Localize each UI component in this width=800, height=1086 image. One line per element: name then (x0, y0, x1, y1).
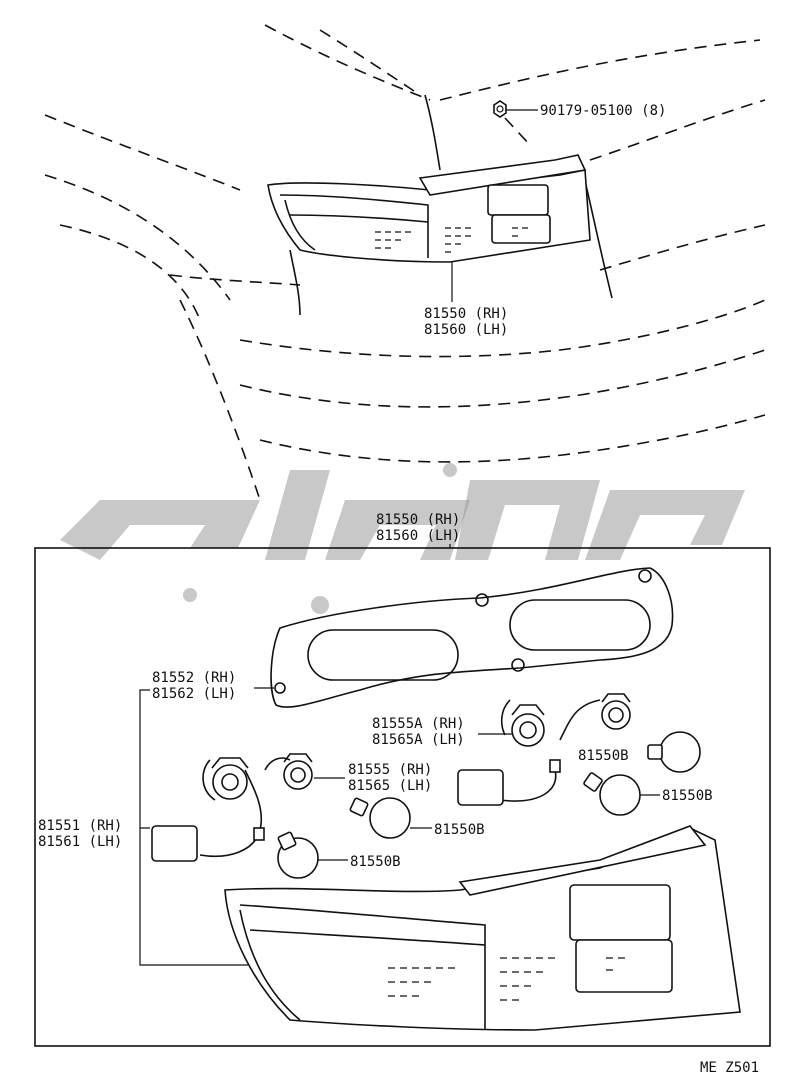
bulb-icon (277, 831, 319, 879)
label-lamp-top-rh: 81550 (RH) (424, 306, 508, 322)
label-socket-a-rh: 81555A (RH) (372, 716, 465, 732)
label-gasket-lh: 81562 (LH) (152, 686, 236, 702)
diagram-code: ME Z501 (700, 1060, 759, 1076)
label-wire-rh: 81551 (RH) (38, 818, 122, 834)
tail-lamp-lower (224, 825, 741, 1031)
car-body-outline (44, 24, 766, 501)
socket-b-icon (601, 693, 631, 730)
label-socket-lh: 81565 (LH) (348, 778, 432, 794)
socket-a-icon (511, 704, 545, 747)
label-socket-rh: 81555 (RH) (348, 762, 432, 778)
wiring-harness-left (151, 757, 291, 862)
label-socket-a-lh: 81565A (LH) (372, 732, 465, 748)
label-bulb-4: 81550B (350, 854, 401, 870)
bulb-icon (583, 772, 641, 816)
socket-c-icon (211, 757, 249, 800)
gasket (270, 567, 674, 708)
label-lamp-box-rh: 81550 (RH) (376, 512, 460, 528)
label-wire-lh: 81561 (LH) (38, 834, 122, 850)
socket-d-icon (283, 753, 313, 790)
label-gasket-rh: 81552 (RH) (152, 670, 236, 686)
label-lamp-box-lh: 81560 (LH) (376, 528, 460, 544)
bulb-icon (647, 731, 701, 773)
label-bulb-1: 81550B (578, 748, 629, 764)
wiring-harness-right (457, 699, 601, 806)
watermark-logo (60, 463, 745, 614)
exploded-view-frame (34, 547, 771, 1047)
label-bulb-2: 81550B (662, 788, 713, 804)
tail-lamp-upper (267, 154, 591, 263)
label-bulb-3: 81550B (434, 822, 485, 838)
label-lamp-top-lh: 81560 (LH) (424, 322, 508, 338)
bulb-icon (349, 797, 411, 839)
bolt-icon (493, 100, 507, 118)
label-bolt: 90179-05100 (8) (540, 103, 666, 119)
